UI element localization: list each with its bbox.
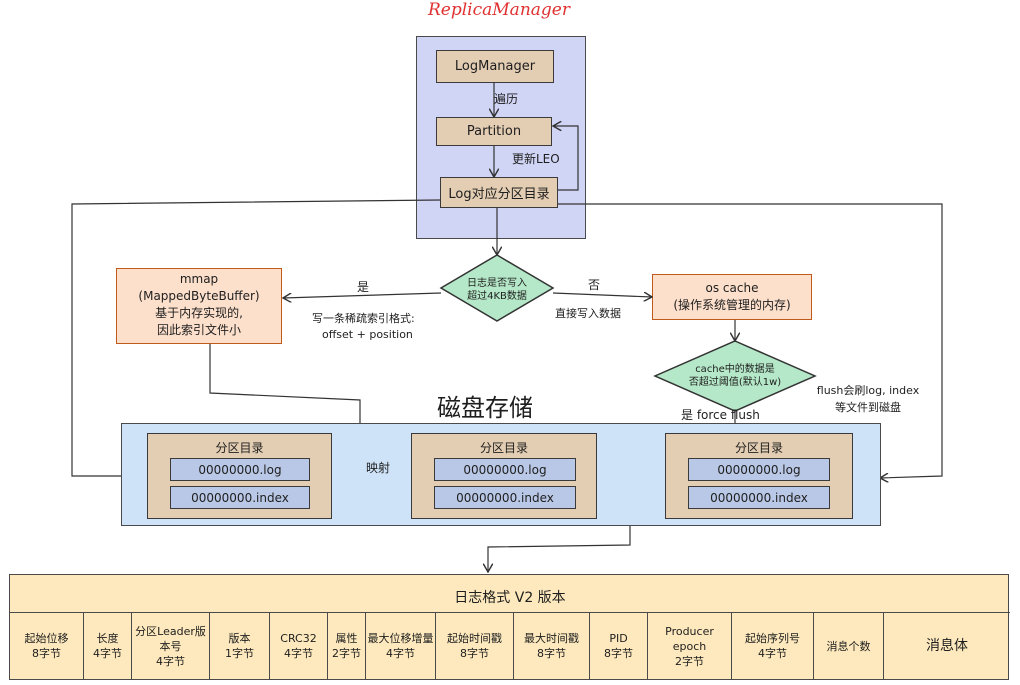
partition-dir-title: 分区目录 — [734, 441, 783, 455]
disk-storage-title: 磁盘存储 — [437, 394, 533, 422]
log-field-cell: 起始序列号 4字节 — [732, 613, 814, 679]
decision-cache-text: cache中的数据是 否超过阈值(默认1w) — [668, 363, 802, 389]
log-field-size: 4字节 — [284, 647, 313, 660]
log-field-size: 8字节 — [32, 647, 61, 660]
no-label: 否 — [588, 278, 601, 292]
diagram-title: ReplicaManager — [428, 0, 570, 20]
log-field-name: 最大位移增量 — [367, 632, 434, 645]
partition-dir-1: 分区目录 00000000.log 00000000.index — [147, 433, 332, 519]
index-file: 00000000.index — [170, 486, 310, 509]
traverse-label: 遍历 — [494, 92, 519, 106]
log-field-cell: 长度 4字节 — [84, 613, 132, 679]
partition-box: Partition — [436, 117, 552, 146]
log-file: 00000000.log — [688, 458, 830, 481]
log-field-size: 4字节 — [93, 647, 122, 660]
log-field-cell: 起始位移 8字节 — [10, 613, 84, 679]
flush-note: flush会刷log, index 等文件到磁盘 — [806, 382, 930, 416]
map-label: 映射 — [366, 461, 391, 475]
log-field-size: 8字节 — [460, 647, 489, 660]
decision-cache-line2: 否超过阈值(默认1w) — [688, 377, 782, 388]
log-field-name: 最大时间戳 — [524, 632, 579, 645]
decision-cache-line1: cache中的数据是 — [695, 364, 775, 375]
log-field-name: 起始时间戳 — [447, 632, 502, 645]
log-field-size: 4字节 — [758, 647, 787, 660]
log-field-cell: 最大位移增量 4字节 — [366, 613, 436, 679]
log-field-cell: 消息体 — [884, 613, 1010, 679]
direct-write-label: 直接写入数据 — [555, 307, 621, 320]
index-format-line2: offset + position — [322, 328, 413, 341]
os-cache-line1: os cache — [705, 281, 759, 295]
mmap-line1: mmap — [179, 272, 219, 286]
log-partition-dir-box: Log对应分区目录 — [440, 177, 558, 208]
log-field-name: PID — [609, 632, 628, 645]
decision-4kb-line1: 日志是否写入 — [467, 278, 527, 289]
flush-note-line2: 等文件到磁盘 — [835, 401, 901, 414]
log-file: 00000000.log — [434, 458, 576, 481]
update-leo-label: 更新LEO — [512, 152, 560, 166]
log-field-name: 消息体 — [926, 637, 968, 654]
decision-4kb-line2: 超过4KB数据 — [467, 291, 527, 302]
log-field-name: Producer epoch — [665, 624, 714, 653]
force-flush-label: 是 force flush — [681, 408, 760, 422]
index-file: 00000000.index — [688, 486, 830, 509]
log-field-name: 版本 — [228, 632, 251, 645]
log-field-name: 消息个数 — [826, 639, 871, 653]
log-field-name: 分区Leader版本号 — [135, 624, 206, 653]
decision-4kb-text: 日志是否写入 超过4KB数据 — [451, 277, 543, 303]
os-cache-box: os cache (操作系统管理的内存) — [652, 274, 812, 320]
log-field-cell: CRC32 4字节 — [270, 613, 328, 679]
log-format-title: 日志格式 V2 版本 — [454, 590, 566, 606]
log-field-cell: 消息个数 — [814, 613, 884, 679]
yes-label: 是 — [357, 280, 370, 294]
log-field-cell: 属性 2字节 — [328, 613, 366, 679]
log-manager-box: LogManager — [436, 50, 554, 83]
flush-note-line1: flush会刷log, index — [816, 384, 920, 397]
partition-dir-3: 分区目录 00000000.log 00000000.index — [665, 433, 853, 519]
log-format-divider — [10, 612, 1010, 613]
partition-dir-title: 分区目录 — [215, 441, 264, 455]
index-file: 00000000.index — [434, 486, 576, 509]
log-field-size: 8字节 — [604, 647, 633, 660]
log-field-cell: 版本 1字节 — [210, 613, 270, 679]
log-field-size: 1字节 — [225, 647, 254, 660]
mmap-line3: 基于内存实现的, — [155, 306, 243, 320]
log-field-name: 起始位移 — [24, 632, 69, 645]
os-cache-line2: (操作系统管理的内存) — [673, 298, 791, 312]
mmap-box: mmap (MappedByteBuffer) 基于内存实现的, 因此索引文件小 — [116, 268, 282, 344]
log-field-cell: 最大时间戳 8字节 — [514, 613, 590, 679]
partition-dir-2: 分区目录 00000000.log 00000000.index — [411, 433, 597, 519]
partition-dir-title: 分区目录 — [479, 441, 528, 455]
log-field-cell: PID 8字节 — [590, 613, 648, 679]
mmap-line2: (MappedByteBuffer) — [138, 289, 260, 303]
log-file: 00000000.log — [170, 458, 310, 481]
log-field-size: 2字节 — [332, 647, 361, 660]
log-field-size: 4字节 — [386, 647, 415, 660]
mmap-line4: 因此索引文件小 — [156, 323, 241, 337]
log-field-name: 属性 — [335, 632, 358, 645]
log-field-size: 8字节 — [537, 647, 566, 660]
log-field-size: 2字节 — [675, 654, 704, 668]
log-field-size: 4字节 — [156, 654, 185, 668]
log-field-cell: 起始时间戳 8字节 — [436, 613, 514, 679]
log-field-name: CRC32 — [280, 632, 317, 645]
log-field-name: 起始序列号 — [745, 632, 800, 645]
index-format-line1: 写一条稀疏索引格式: — [312, 312, 415, 325]
decision-diamond-4kb — [439, 254, 555, 322]
log-field-name: 长度 — [96, 632, 119, 645]
